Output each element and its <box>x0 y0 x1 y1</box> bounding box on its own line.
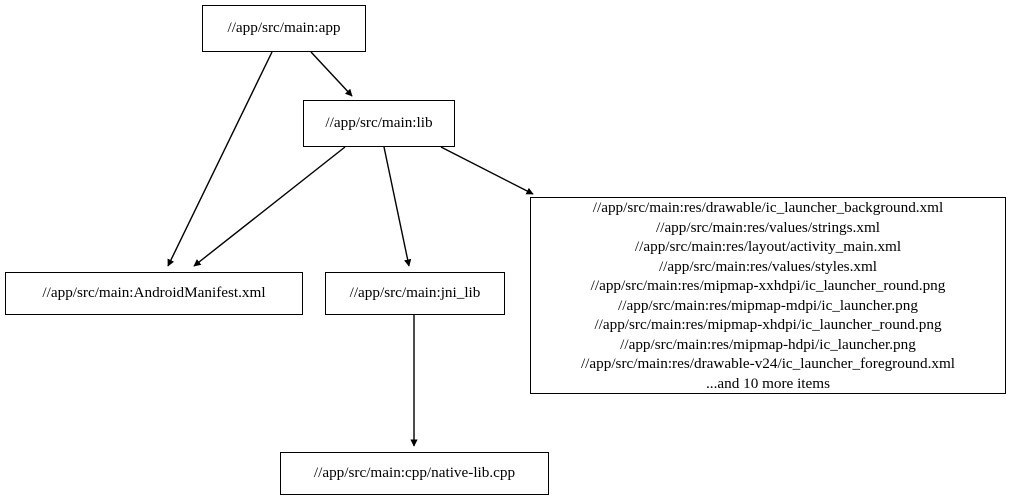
node-android-manifest-label: //app/src/main:AndroidManifest.xml <box>42 284 266 302</box>
node-resources-line: //app/src/main:res/mipmap-mdpi/ic_launch… <box>618 296 918 314</box>
node-app-label: //app/src/main:app <box>227 19 341 37</box>
node-native-lib-label: //app/src/main:cpp/native-lib.cpp <box>313 464 516 482</box>
node-android-manifest[interactable]: //app/src/main:AndroidManifest.xml <box>5 272 303 315</box>
edge-app-to-lib <box>310 51 353 97</box>
node-resources-label: //app/src/main:res/drawable/ic_launcher_… <box>539 198 997 393</box>
node-resources-line: //app/src/main:res/values/strings.xml <box>656 218 880 236</box>
node-resources-line: //app/src/main:res/drawable/ic_launcher_… <box>592 199 944 216</box>
node-resources-line: //app/src/main:res/drawable-v24/ic_launc… <box>580 355 956 372</box>
node-app[interactable]: //app/src/main:app <box>202 5 366 52</box>
node-resources-line: //app/src/main:res/mipmap-xxhdpi/ic_laun… <box>590 277 946 294</box>
edge-lib-to-resources <box>440 146 534 195</box>
edge-lib-to-manifest <box>193 146 346 267</box>
edge-lib-to-jni-lib <box>383 146 412 267</box>
node-resources[interactable]: //app/src/main:res/drawable/ic_launcher_… <box>530 197 1006 394</box>
edge-app-to-manifest <box>167 51 273 267</box>
node-resources-line: //app/src/main:res/values/styles.xml <box>658 257 878 275</box>
node-native-lib[interactable]: //app/src/main:cpp/native-lib.cpp <box>280 452 549 495</box>
node-resources-line: //app/src/main:res/layout/activity_main.… <box>634 238 902 255</box>
node-lib[interactable]: //app/src/main:lib <box>303 100 455 147</box>
node-jni-lib-label: //app/src/main:jni_lib <box>349 284 481 302</box>
node-resources-line: //app/src/main:res/mipmap-hdpi/ic_launch… <box>620 335 916 353</box>
node-jni-lib[interactable]: //app/src/main:jni_lib <box>325 272 505 315</box>
node-resources-line: //app/src/main:res/mipmap-xhdpi/ic_launc… <box>594 316 942 333</box>
node-resources-line: ...and 10 more items <box>705 374 830 392</box>
node-lib-label: //app/src/main:lib <box>325 114 433 132</box>
